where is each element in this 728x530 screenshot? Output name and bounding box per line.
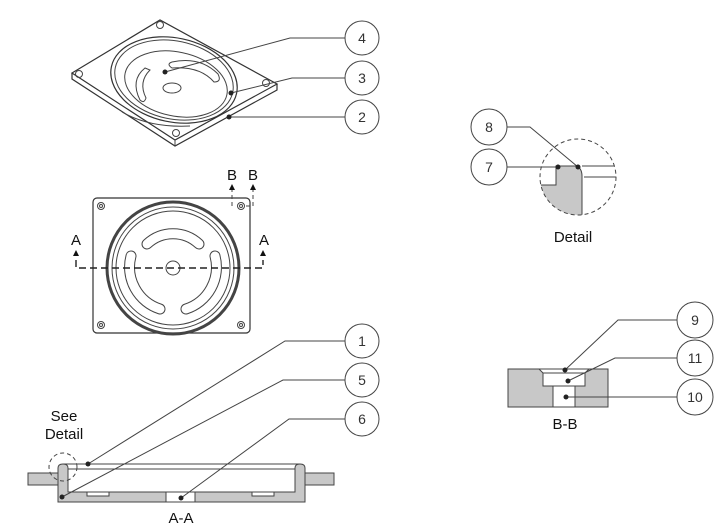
svg-text:4: 4 [358, 30, 366, 46]
svg-text:See: See [51, 408, 78, 425]
svg-text:10: 10 [687, 389, 703, 405]
svg-text:6: 6 [358, 411, 366, 427]
svg-text:3: 3 [358, 70, 366, 86]
callout-6: 6 [178, 401, 380, 501]
callout-3: 3 [228, 60, 380, 96]
svg-text:5: 5 [358, 372, 366, 388]
svg-text:9: 9 [691, 312, 699, 328]
svg-text:Detail: Detail [45, 426, 83, 443]
section-a-a: See Detail A-A [27, 408, 335, 527]
callout-5: 5 [59, 362, 380, 500]
callout-4: 4 [162, 20, 380, 75]
callout-1: 1 [85, 323, 380, 467]
arrow-icon [229, 184, 256, 190]
svg-text:B-B: B-B [552, 416, 577, 433]
svg-text:7: 7 [485, 159, 493, 175]
detail-marker [48, 452, 78, 482]
svg-text:B: B [248, 167, 258, 184]
svg-text:B: B [227, 167, 237, 184]
callout-11: 11 [565, 339, 714, 384]
svg-text:A: A [71, 232, 81, 249]
plan-view: A A B B [71, 167, 269, 336]
section-line-a [75, 260, 264, 269]
mounting-holes [97, 202, 245, 329]
callout-9: 9 [562, 301, 714, 373]
svg-text:8: 8 [485, 119, 493, 135]
section-b-b: B-B [507, 368, 609, 433]
detail-view: Detail [539, 138, 617, 246]
section-line-b [231, 188, 254, 207]
svg-text:A: A [259, 232, 269, 249]
callout-8: 8 [470, 108, 581, 170]
isometric-view [70, 19, 279, 147]
svg-text:1: 1 [358, 333, 366, 349]
callout-10: 10 [563, 378, 714, 416]
svg-text:Detail: Detail [554, 229, 592, 246]
callout-2: 2 [226, 99, 380, 135]
svg-text:A-A: A-A [168, 510, 193, 527]
svg-text:2: 2 [358, 109, 366, 125]
svg-text:11: 11 [688, 350, 703, 366]
callout-7: 7 [470, 148, 561, 186]
